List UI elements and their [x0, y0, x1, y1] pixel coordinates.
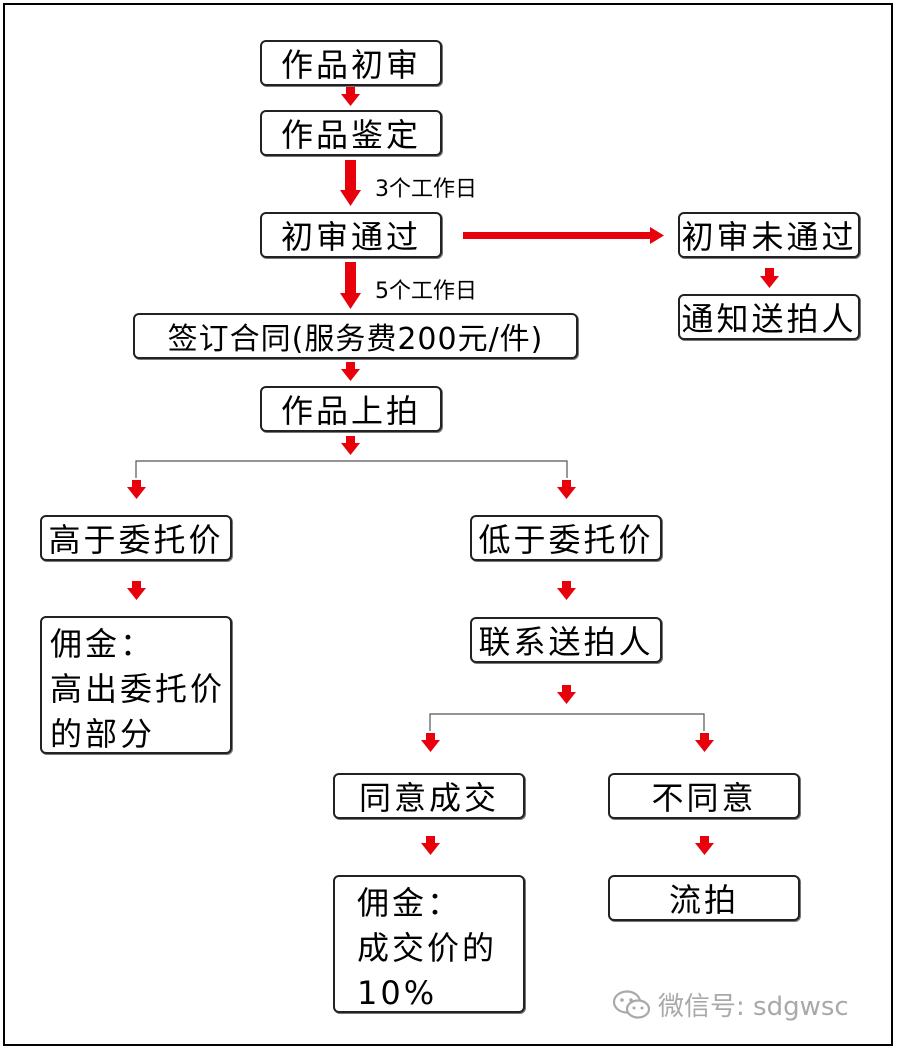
arrow-review-to-appraisal	[341, 86, 360, 106]
box-unsold: 流拍	[608, 875, 800, 921]
wechat-icon	[612, 989, 651, 1019]
watermark-text: 微信号: sdgwsc	[658, 992, 849, 1022]
arrow-approved-to-rejected	[463, 227, 664, 244]
box-disagree: 不同意	[608, 773, 800, 819]
split-line-contact	[429, 713, 705, 731]
box-agree-deal: 同意成交	[333, 773, 525, 819]
arrow-below-to-contact	[557, 581, 576, 600]
arrow-approved-to-contract	[340, 262, 361, 309]
box-initial-review: 作品初审	[260, 40, 442, 86]
box-rejected: 初审未通过	[678, 212, 860, 258]
note-3-workdays: 3个工作日	[375, 177, 477, 202]
box-appraisal: 作品鉴定	[260, 110, 442, 156]
arrow-disagree-to-unsold	[695, 836, 714, 855]
box-commission-above: 佣金： 高出委托价 的部分	[40, 616, 232, 754]
arrow-split-to-agree	[421, 733, 440, 752]
box-listed: 作品上拍	[260, 386, 442, 432]
box-commission-deal: 佣金： 成交价的 10%	[333, 875, 525, 1013]
arrow-contract-to-listed	[341, 362, 360, 381]
watermark: 微信号: sdgwsc	[612, 986, 849, 1023]
box-approved: 初审通过	[260, 212, 442, 258]
arrow-listed-to-split	[341, 436, 360, 455]
split-line-listed	[135, 460, 568, 478]
arrow-above-to-commission	[127, 581, 146, 600]
note-5-workdays: 5个工作日	[375, 279, 477, 304]
arrow-split-to-above	[127, 480, 146, 499]
arrow-rejected-to-notify	[760, 268, 779, 288]
arrow-contact-to-split	[557, 685, 576, 704]
box-sign-contract: 签订合同(服务费200元/件)	[133, 313, 578, 359]
arrow-split-to-disagree	[695, 733, 714, 752]
arrow-split-to-below	[557, 480, 576, 499]
arrow-agree-to-commission	[421, 836, 440, 855]
box-above-reserve: 高于委托价	[40, 515, 232, 561]
box-below-reserve: 低于委托价	[470, 515, 662, 561]
box-contact-consignor: 联系送拍人	[470, 617, 662, 663]
diagram-frame	[3, 3, 893, 1046]
box-notify-consignor: 通知送拍人	[678, 294, 860, 340]
arrow-appraisal-to-approved	[340, 160, 361, 206]
